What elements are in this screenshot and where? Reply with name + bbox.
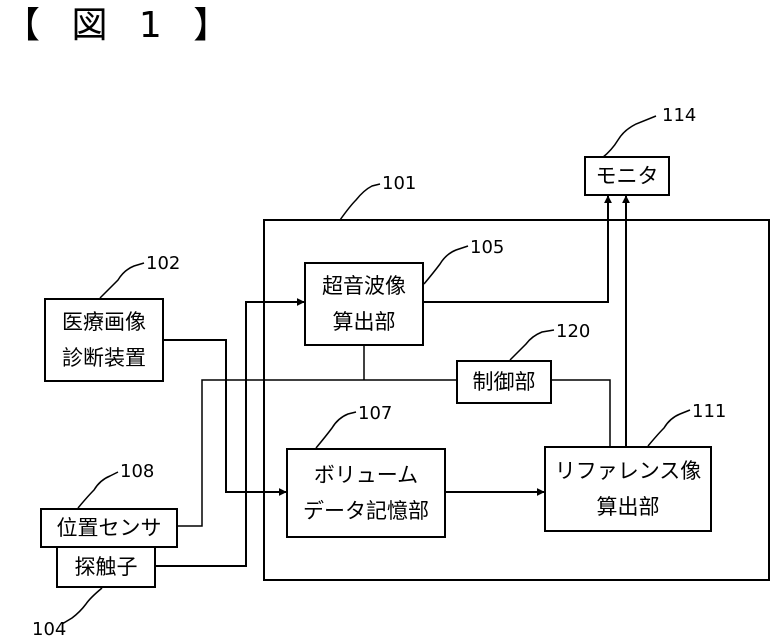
position-sensor-block: 位置センサ — [40, 508, 178, 548]
ref-111: 111 — [692, 402, 726, 422]
monitor-label: モニタ — [596, 158, 659, 194]
ref-107: 107 — [358, 404, 392, 424]
ref-120: 120 — [556, 322, 590, 342]
medical-to-volume-line — [164, 340, 286, 492]
control-to-reference-line — [552, 380, 610, 446]
ultrasound-label-line1: 超音波像 — [322, 268, 406, 304]
ref-102: 102 — [146, 254, 180, 274]
ref-114: 114 — [662, 106, 696, 126]
medical-label-line2: 診断装置 — [62, 340, 146, 376]
leader-108 — [78, 472, 118, 508]
ultrasound-to-monitor-line — [424, 196, 608, 302]
leader-120 — [510, 330, 554, 360]
reference-image-calculator-block: リファレンス像 算出部 — [544, 446, 712, 532]
ultrasound-image-calculator-block: 超音波像 算出部 — [304, 262, 424, 346]
probe-block: 探触子 — [56, 546, 156, 588]
leader-104 — [62, 588, 102, 624]
probe-label: 探触子 — [75, 549, 138, 585]
position-sensor-label: 位置センサ — [57, 510, 162, 546]
leader-101 — [340, 184, 380, 220]
leader-102 — [100, 263, 144, 298]
medical-imaging-device-block: 医療画像 診断装置 — [44, 298, 164, 382]
reference-label-line2: 算出部 — [597, 489, 660, 525]
reference-label-line1: リファレンス像 — [555, 453, 702, 489]
leader-105 — [424, 246, 468, 284]
monitor-block: モニタ — [584, 156, 670, 196]
leader-107 — [316, 412, 356, 448]
ref-108: 108 — [120, 462, 154, 482]
ref-101: 101 — [382, 174, 416, 194]
ref-104: 104 — [32, 620, 66, 640]
medical-label-line1: 医療画像 — [62, 304, 146, 340]
control-unit-block: 制御部 — [456, 360, 552, 404]
volume-label-line2: データ記憶部 — [303, 493, 429, 529]
volume-data-storage-block: ボリューム データ記憶部 — [286, 448, 446, 538]
leader-114 — [602, 116, 656, 158]
control-label: 制御部 — [473, 364, 536, 400]
volume-label-line1: ボリューム — [314, 457, 418, 493]
ref-105: 105 — [470, 238, 504, 258]
leader-111 — [648, 410, 690, 446]
ultrasound-label-line2: 算出部 — [333, 304, 396, 340]
